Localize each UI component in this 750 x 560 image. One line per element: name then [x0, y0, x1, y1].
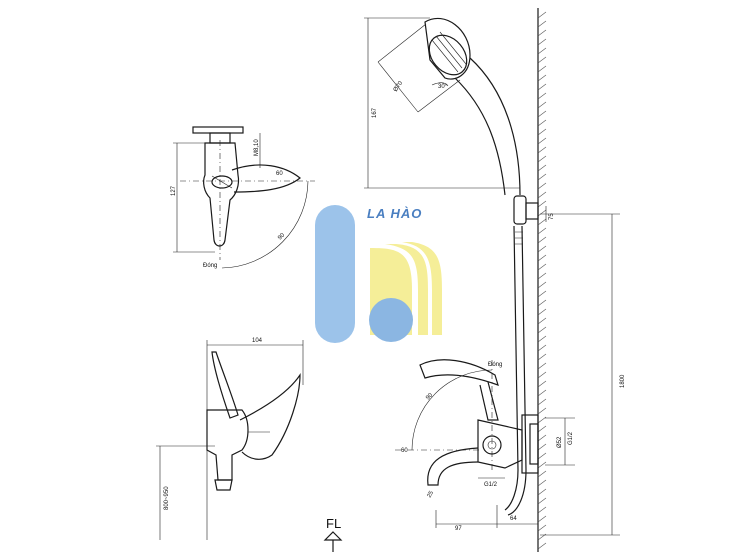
- wall-hatch-line: [537, 101, 547, 109]
- wall-hatch-line: [537, 272, 547, 280]
- wall-hatch-line: [537, 380, 547, 388]
- wall-hatch-line: [537, 191, 547, 199]
- wall-hatch-line: [537, 245, 547, 253]
- wall-hatch-line: [537, 542, 547, 550]
- wall-hatch-line: [537, 38, 547, 46]
- wall-hatch-line: [537, 146, 547, 154]
- wall-hatch-line: [537, 299, 547, 307]
- valve-bottom-left: 104 800~950: [156, 338, 304, 540]
- dung-top-label: Đóng: [203, 263, 217, 269]
- dim-angle-30-label: 30°: [438, 84, 448, 90]
- wall-hatch-line: [537, 290, 547, 298]
- wall-hatch-line: [537, 407, 547, 415]
- dim-64-label: 64: [510, 516, 517, 522]
- dim-25-label: 25: [427, 490, 436, 499]
- fl-label: FL: [326, 516, 341, 531]
- wall-hatch-line: [537, 317, 547, 325]
- dim-70-label: Ø70: [393, 80, 405, 93]
- wall-hatch-line: [537, 11, 547, 19]
- dim-g12-v-label: G1/2: [568, 431, 574, 445]
- wall-hatch-line: [537, 209, 547, 217]
- wall-hatch-line: [537, 182, 547, 190]
- dim-104-label: 104: [252, 338, 263, 344]
- wall-hatch-line: [537, 83, 547, 91]
- wall-hatch-line: [537, 461, 547, 469]
- wall-hatch-line: [537, 344, 547, 352]
- valve-side-view: 90 60 Đóng 127 M8,10: [171, 126, 315, 269]
- dim-60-bottom-label: 60: [401, 448, 408, 454]
- dim-90-bottom-label: 90: [425, 392, 434, 401]
- wall-hatch-line: [537, 164, 547, 172]
- mixer-bottom-right: Ø52 G1/2 90 60 Đóng G1/2 25 97 64: [395, 359, 575, 532]
- wall-hatch-line: [537, 110, 547, 118]
- wall-hatch-line: [537, 326, 547, 334]
- dim-m8-label: M8,10: [254, 139, 260, 156]
- wall-hatch-line: [537, 227, 547, 235]
- wall-hatch-line: [537, 470, 547, 478]
- wall-hatch-line: [537, 371, 547, 379]
- wall-hatch-line: [537, 335, 547, 343]
- dim-90-top-label: 90: [277, 232, 286, 241]
- wall-hatch-line: [537, 497, 547, 505]
- wall-hatch-line: [537, 263, 547, 271]
- dim-800-label: 800~950: [164, 486, 170, 510]
- dim-52-label: Ø52: [557, 436, 563, 448]
- dim-167-label: 167: [372, 107, 378, 118]
- wall-hatch-line: [537, 425, 547, 433]
- wall-hatch-line: [537, 218, 547, 226]
- wall-hatch-line: [537, 488, 547, 496]
- wall-hatch-line: [537, 524, 547, 532]
- wall-hatch-line: [537, 236, 547, 244]
- dim-g12-h-label: G1/2: [484, 482, 498, 488]
- wall-hatch-line: [537, 254, 547, 262]
- hand-shower: 167 Ø70 30° 75: [364, 17, 555, 516]
- wall-hatch-line: [537, 416, 547, 424]
- wall-hatch-line: [537, 308, 547, 316]
- wall-hatch-line: [537, 389, 547, 397]
- wall-hatch-line: [537, 353, 547, 361]
- wall-hatch-line: [537, 65, 547, 73]
- wall-hatch-line: [537, 515, 547, 523]
- dim-127-label: 127: [171, 185, 177, 196]
- wall-hatch-line: [537, 155, 547, 163]
- wall-hatch-line: [537, 200, 547, 208]
- wall-hatch-line: [537, 128, 547, 136]
- wall-hatch-line: [537, 137, 547, 145]
- dung-bottom-label: Đóng: [488, 362, 502, 368]
- wall-hatch-line: [537, 29, 547, 37]
- wall-hatch-line: [537, 362, 547, 370]
- wall-hatch-line: [537, 281, 547, 289]
- wall-hatch-line: [537, 434, 547, 442]
- dim-75-label: 75: [549, 213, 555, 220]
- wall-hatch-line: [537, 56, 547, 64]
- wall: [537, 8, 547, 552]
- wall-hatch-line: [537, 173, 547, 181]
- wall-hatch-line: [537, 47, 547, 55]
- dim-60-top-label: 60: [276, 171, 283, 177]
- wall-hatch-line: [537, 443, 547, 451]
- dim-97-label: 97: [455, 526, 462, 532]
- wall-hatch-line: [537, 20, 547, 28]
- wall-hatch-line: [537, 398, 547, 406]
- floor-level-marker: FL: [323, 516, 343, 552]
- la-hao-logo: LA HÀO: [315, 205, 442, 343]
- wall-hatch-line: [537, 479, 547, 487]
- wall-hatch-line: [537, 74, 547, 82]
- dim-1800-label: 1800: [620, 374, 626, 388]
- wall-hatch-line: [537, 92, 547, 100]
- wall-hatch-line: [537, 506, 547, 514]
- wall-hatch-line: [537, 452, 547, 460]
- brand-text: LA HÀO: [367, 206, 422, 221]
- dim-1800: 1800: [540, 213, 626, 536]
- wall-hatch-line: [537, 119, 547, 127]
